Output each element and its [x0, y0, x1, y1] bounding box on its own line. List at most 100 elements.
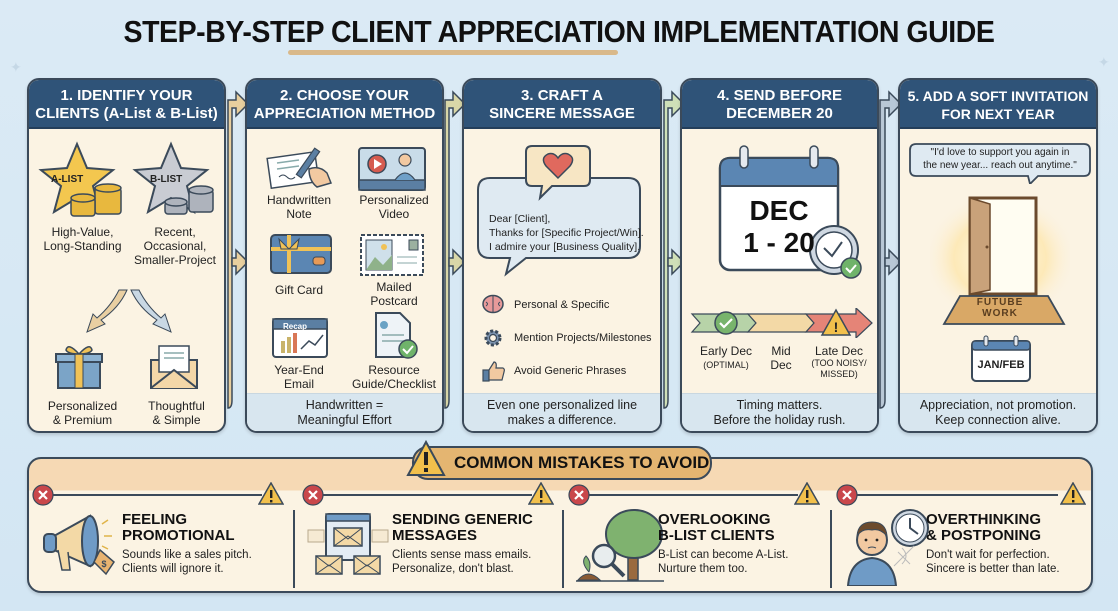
mistake-title: FEELING	[122, 511, 188, 528]
mistake-title: OVERTHINKING	[926, 511, 1042, 528]
step-panel-1: 1. IDENTIFY YOUR CLIENTS (A-List & B-Lis…	[27, 78, 226, 433]
mistake-rule	[588, 494, 798, 496]
sparkle-icon: ✦	[1098, 55, 1110, 71]
footer-line: Handwritten =	[305, 398, 384, 412]
b-list-label: Recent,	[154, 225, 196, 239]
error-x-icon	[32, 484, 54, 506]
mistake-title: MESSAGES	[392, 527, 478, 544]
open-door-icon	[930, 192, 1070, 325]
step-3-footer: Even one personalized line makes a diffe…	[464, 393, 660, 431]
method-label: Gift Card	[274, 283, 323, 297]
footer-line: Meaningful Effort	[297, 413, 392, 427]
tip-label: Avoid Generic Phrases	[514, 365, 627, 377]
error-x-icon	[302, 484, 324, 506]
method-label: Resource	[368, 363, 420, 377]
mistake-card: OVERTHINKING & POSTPONING Don't wait for…	[834, 480, 1088, 590]
a-list-label: Long-Standing	[43, 239, 122, 253]
checklist-document-icon	[375, 312, 418, 359]
heading-line: 4. SEND BEFORE	[716, 87, 843, 104]
error-x-icon	[836, 484, 858, 506]
method-label: Note	[286, 207, 312, 221]
title-highlight: CLIENT APPRECIATION	[330, 14, 646, 49]
footer-line: Appreciation, not promotion.	[919, 398, 1077, 412]
message-line: Thanks for [Specific Project/Win].	[489, 227, 644, 239]
speech-bubble	[909, 143, 1091, 184]
mistake-card: OVERLOOKING B-LIST CLIENTS B-List can be…	[566, 480, 828, 590]
step-2-heading: 2. CHOOSE YOUR APPRECIATION METHOD	[247, 80, 442, 129]
brain-icon	[482, 294, 504, 314]
step-4-footer: Timing matters. Before the holiday rush.	[682, 393, 877, 431]
mistake-card: SENDING GENERIC MESSAGES Clients sense m…	[300, 480, 562, 590]
megaphone-icon: $	[43, 514, 115, 576]
mistake-desc: Sounds like a sales pitch.	[122, 549, 252, 561]
step-3-heading: 3. CRAFT A SINCERE MESSAGE	[464, 80, 660, 129]
connector-3-4	[663, 90, 686, 409]
premium-label: Personalized	[47, 399, 118, 413]
mistake-desc: Don't wait for perfection.	[926, 549, 1050, 561]
jan-feb-calendar-icon	[971, 335, 1031, 382]
mistake-desc: Nurture them too.	[658, 563, 748, 575]
silver-star-coins-icon	[132, 141, 214, 215]
timeline-label: Mid	[771, 344, 791, 358]
calendar-range: 1 - 20	[743, 227, 815, 258]
doormat-text: WORK	[982, 308, 1018, 319]
tip-label: Personal & Specific	[514, 299, 610, 311]
simple-label: Thoughtful	[148, 399, 205, 413]
heading-line: 3. CRAFT A	[521, 87, 603, 104]
envelope-letter-icon	[150, 345, 198, 389]
method-label: Guide/Checklist	[351, 377, 437, 391]
mistake-card: $ FEELING PROMOTIONAL Sounds like a sale…	[30, 480, 292, 590]
heading-line: SINCERE MESSAGE	[489, 105, 635, 122]
heading-line: CLIENTS (A-List & B-List)	[35, 105, 218, 122]
b-list-label: Smaller-Project	[133, 253, 217, 267]
a-list-label: High-Value,	[51, 225, 114, 239]
gold-star-coins-icon	[38, 141, 122, 217]
footer-line: Even one personalized line	[486, 398, 638, 412]
premium-label: & Premium	[52, 413, 113, 427]
footer-line: Timing matters.	[736, 398, 823, 412]
warning-icon	[258, 482, 284, 505]
tree-magnifier-icon	[576, 509, 664, 582]
warning-icon	[406, 440, 446, 476]
postcard-icon	[360, 234, 424, 276]
gift-box-icon	[55, 346, 103, 389]
timeline-label: Late Dec	[814, 344, 864, 358]
mistake-title: PROMOTIONAL	[122, 527, 235, 544]
step-2-footer: Handwritten = Meaningful Effort	[247, 393, 442, 431]
mistake-rule	[322, 494, 532, 496]
step-panel-4: 4. SEND BEFORE DECEMBER 20 DEC 1 - 20 ! …	[680, 78, 879, 433]
timeline-note: (TOO NOISY/	[811, 358, 867, 368]
method-label: Video	[378, 207, 410, 221]
step-panel-5: 5. ADD A SOFT INVITATION FOR NEXT YEAR "…	[898, 78, 1098, 433]
mistake-title: OVERLOOKING	[658, 511, 771, 528]
timeline-note: (OPTIMAL)	[703, 360, 749, 370]
method-label: Personalized	[359, 193, 429, 207]
timeline-note: Dec	[770, 358, 792, 372]
method-label: Handwritten	[266, 193, 332, 207]
simple-label: & Simple	[152, 413, 201, 427]
method-label: Email	[283, 377, 314, 391]
heading-line: DECEMBER 20	[726, 105, 833, 122]
title-suffix: IMPLEMENTATION GUIDE	[645, 14, 995, 49]
gift-card-icon	[270, 234, 332, 274]
a-list-badge: A-LIST	[51, 174, 84, 185]
warning-icon	[820, 308, 852, 336]
heading-line: 5. ADD A SOFT INVITATION	[907, 88, 1089, 104]
step-panel-2: 2. CHOOSE YOUR APPRECIATION METHOD Handw…	[245, 78, 444, 433]
title-underline	[288, 50, 618, 55]
heading-line: 2. CHOOSE YOUR	[280, 87, 409, 104]
timeline-note: MISSED)	[820, 369, 858, 379]
calendar-clock-icon	[718, 145, 862, 279]
mistakes-heading: COMMON MISTAKES TO AVOID	[454, 453, 710, 472]
calendar-label: JAN/FEB	[977, 359, 1025, 371]
page-title: STEP-BY-STEP CLIENT APPRECIATION IMPLEME…	[45, 14, 1074, 50]
heading-line: APPRECIATION METHOD	[253, 105, 436, 122]
mistake-desc: Sincere is better than late.	[926, 563, 1060, 575]
error-x-icon	[568, 484, 590, 506]
step-5-footer: Appreciation, not promotion. Keep connec…	[900, 393, 1096, 431]
warning-icon	[1060, 482, 1086, 505]
optimal-check-icon	[714, 311, 738, 335]
method-label: Year-End	[274, 363, 324, 377]
thinking-person-clock-icon	[846, 509, 929, 586]
mistake-desc: Personalize, don't blast.	[392, 563, 514, 575]
